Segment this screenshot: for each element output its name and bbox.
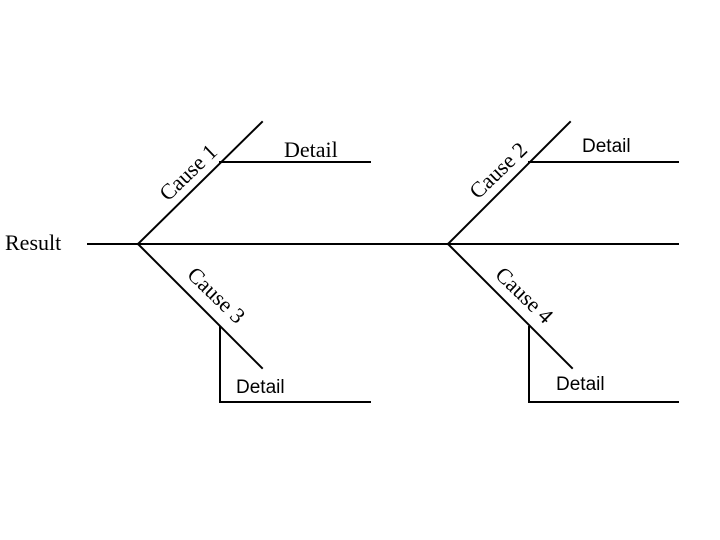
cause-4-line xyxy=(446,242,574,370)
cause-3-branch: Cause 3 Detail xyxy=(136,242,371,403)
cause-2-detail: Detail xyxy=(582,136,631,157)
cause-3-label: Cause 3 xyxy=(183,262,251,329)
cause-3-detail: Detail xyxy=(236,377,285,398)
result-label: Result xyxy=(5,230,61,255)
cause-2-line xyxy=(446,120,572,246)
cause-3-line xyxy=(136,242,264,370)
cause-1-branch: Cause 1 Detail xyxy=(136,120,371,246)
cause-3-detail-line xyxy=(219,326,371,403)
cause-1-detail: Detail xyxy=(284,137,338,162)
cause-4-detail: Detail xyxy=(556,374,605,395)
cause-4-branch: Cause 4 Detail xyxy=(446,242,679,403)
cause-1-line xyxy=(136,120,264,246)
cause-4-detail-line xyxy=(528,326,679,403)
cause-4-label: Cause 4 xyxy=(491,262,559,329)
cause-2-branch: Cause 2 Detail xyxy=(446,120,679,246)
